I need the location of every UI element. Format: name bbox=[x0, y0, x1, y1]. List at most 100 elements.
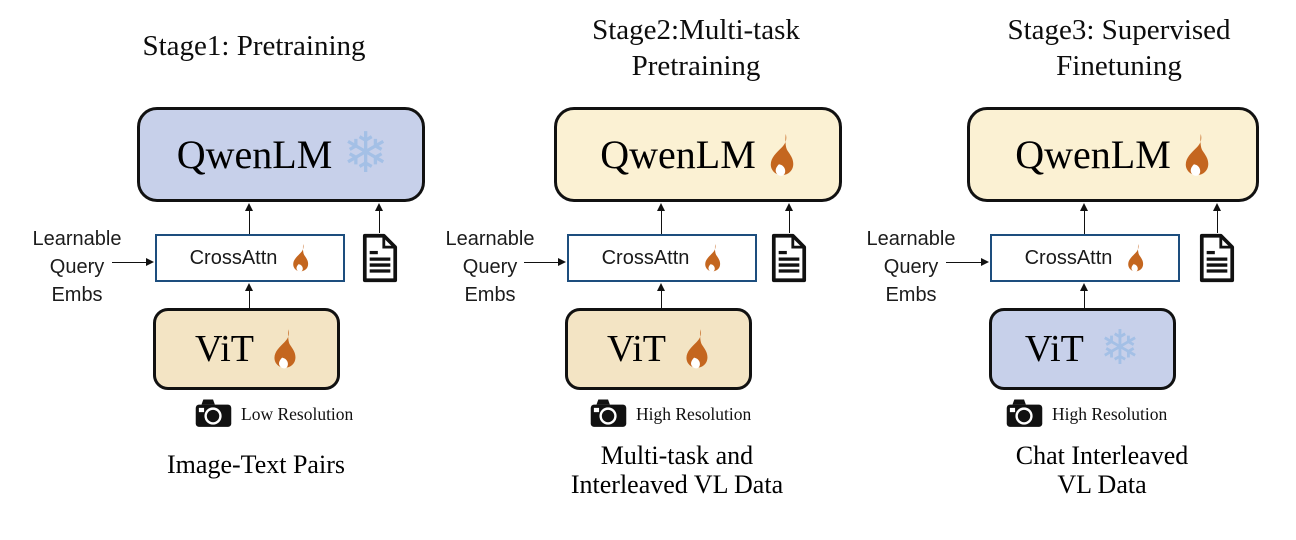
learnable-query-embs-label: Learnable Query Embs bbox=[7, 225, 147, 309]
flame-icon bbox=[270, 325, 298, 373]
qwenlm-label: QwenLM bbox=[176, 132, 333, 177]
training-data-caption: Multi-task and Interleaved VL Data bbox=[571, 441, 783, 499]
caption-line1: Image-Text Pairs bbox=[167, 450, 345, 479]
stage-3-title: Stage3: Supervised Finetuning bbox=[1007, 12, 1230, 84]
resolution-label: High Resolution bbox=[1052, 404, 1168, 424]
arrow-shaft bbox=[660, 288, 663, 308]
arrowhead bbox=[657, 203, 665, 211]
query-label-line2: Query bbox=[49, 256, 105, 278]
arrow-shaft bbox=[378, 208, 381, 233]
flame-icon bbox=[766, 131, 796, 179]
training-data-caption: Chat Interleaved VL Data bbox=[1016, 441, 1189, 499]
arrow-shaft bbox=[524, 261, 560, 264]
crossattn-box: CrossAttn bbox=[155, 234, 345, 282]
query-label-line1: Learnable bbox=[445, 228, 535, 250]
training-data-caption: Image-Text Pairs bbox=[167, 450, 345, 479]
stage-2-title: Stage2:Multi-task Pretraining bbox=[592, 12, 800, 84]
arrow-crossattn-to-qwenlm bbox=[657, 203, 666, 234]
arrowhead bbox=[375, 203, 383, 211]
qwenlm-label: QwenLM bbox=[600, 132, 756, 177]
arrowhead bbox=[1080, 203, 1088, 211]
arrow-query-to-crossattn bbox=[524, 258, 566, 267]
arrowhead bbox=[1080, 283, 1088, 291]
crossattn-label: CrossAttn bbox=[601, 246, 690, 269]
arrow-crossattn-to-qwenlm bbox=[1080, 203, 1089, 234]
camera-icon bbox=[195, 397, 232, 428]
stage-title-line1: Stage3: Supervised bbox=[1007, 14, 1231, 46]
arrowhead bbox=[146, 258, 154, 266]
crossattn-box: CrossAttn bbox=[990, 234, 1180, 282]
resolution-label: Low Resolution bbox=[241, 404, 354, 424]
arrowhead bbox=[657, 283, 665, 291]
arrow-shaft bbox=[1216, 208, 1219, 233]
resolution-label: High Resolution bbox=[636, 404, 752, 424]
arrow-vit-to-crossattn bbox=[1080, 283, 1089, 308]
arrow-document-to-qwenlm bbox=[785, 203, 794, 233]
document-icon bbox=[769, 233, 809, 283]
vit-label: ViT bbox=[195, 328, 254, 370]
vit-label: ViT bbox=[1024, 328, 1084, 370]
stage-title-line2: Finetuning bbox=[1056, 50, 1182, 82]
arrow-shaft bbox=[788, 208, 791, 233]
camera-icon bbox=[1006, 397, 1043, 428]
arrowhead bbox=[245, 283, 253, 291]
caption-line1: Chat Interleaved bbox=[1015, 441, 1189, 470]
query-label-line1: Learnable bbox=[866, 228, 956, 250]
arrow-vit-to-crossattn bbox=[245, 283, 254, 308]
caption-line1: Multi-task and bbox=[600, 441, 754, 470]
camera-icon bbox=[590, 397, 627, 428]
caption-line2: VL Data bbox=[1057, 470, 1147, 499]
stage-1-title: Stage1: Pretraining bbox=[142, 28, 365, 64]
query-label-line1: Learnable bbox=[32, 228, 122, 250]
stage-title-line2: Pretraining bbox=[631, 50, 761, 82]
arrow-vit-to-crossattn bbox=[657, 283, 666, 308]
stage-2-column: Stage2:Multi-task Pretraining QwenLM Cro… bbox=[432, 0, 864, 540]
snowflake-icon: ❄ bbox=[342, 121, 390, 187]
arrowhead bbox=[558, 258, 566, 266]
arrow-shaft bbox=[1083, 288, 1086, 308]
arrow-shaft bbox=[248, 208, 251, 234]
crossattn-label: CrossAttn bbox=[189, 246, 278, 269]
flame-icon bbox=[702, 244, 722, 272]
query-label-line3: Embs bbox=[464, 284, 516, 306]
arrow-shaft bbox=[946, 261, 983, 264]
arrow-shaft bbox=[248, 288, 251, 308]
arrow-document-to-qwenlm bbox=[375, 203, 384, 233]
document-icon bbox=[1197, 233, 1237, 283]
vit-box: ViT ❄ bbox=[989, 308, 1176, 390]
vit-box: ViT bbox=[565, 308, 752, 390]
flame-icon bbox=[682, 325, 710, 373]
arrow-query-to-crossattn bbox=[946, 258, 989, 267]
vit-box: ViT bbox=[153, 308, 340, 390]
arrowhead bbox=[1213, 203, 1221, 211]
arrow-shaft bbox=[112, 261, 148, 264]
learnable-query-embs-label: Learnable Query Embs bbox=[420, 225, 560, 309]
flame-icon bbox=[1181, 131, 1211, 179]
stage-title-line1: Stage1: Pretraining bbox=[142, 30, 366, 62]
qwenlm-label: QwenLM bbox=[1015, 132, 1171, 177]
arrow-shaft bbox=[660, 208, 663, 234]
vit-label: ViT bbox=[607, 328, 666, 370]
caption-line2: Interleaved VL Data bbox=[570, 470, 784, 499]
learnable-query-embs-label: Learnable Query Embs bbox=[841, 225, 981, 309]
arrow-document-to-qwenlm bbox=[1213, 203, 1222, 233]
query-label-line3: Embs bbox=[885, 284, 937, 306]
crossattn-label: CrossAttn bbox=[1024, 246, 1113, 269]
arrow-crossattn-to-qwenlm bbox=[245, 203, 254, 234]
stage-title-line1: Stage2:Multi-task bbox=[592, 14, 800, 46]
arrow-query-to-crossattn bbox=[112, 258, 154, 267]
qwenlm-box: QwenLM ❄ bbox=[137, 107, 425, 202]
document-icon bbox=[360, 233, 400, 283]
crossattn-box: CrossAttn bbox=[567, 234, 757, 282]
query-label-line2: Query bbox=[462, 256, 518, 278]
snowflake-icon: ❄ bbox=[1099, 320, 1141, 377]
stage-3-column: Stage3: Supervised Finetuning QwenLM Cro… bbox=[864, 0, 1296, 540]
qwenlm-box: QwenLM bbox=[554, 107, 842, 202]
flame-icon bbox=[1125, 244, 1145, 272]
query-label-line2: Query bbox=[883, 256, 939, 278]
arrowhead bbox=[981, 258, 989, 266]
stage-1-column: Stage1: Pretraining QwenLM ❄ CrossAttn V… bbox=[0, 0, 432, 540]
arrow-shaft bbox=[1083, 208, 1086, 234]
arrowhead bbox=[785, 203, 793, 211]
